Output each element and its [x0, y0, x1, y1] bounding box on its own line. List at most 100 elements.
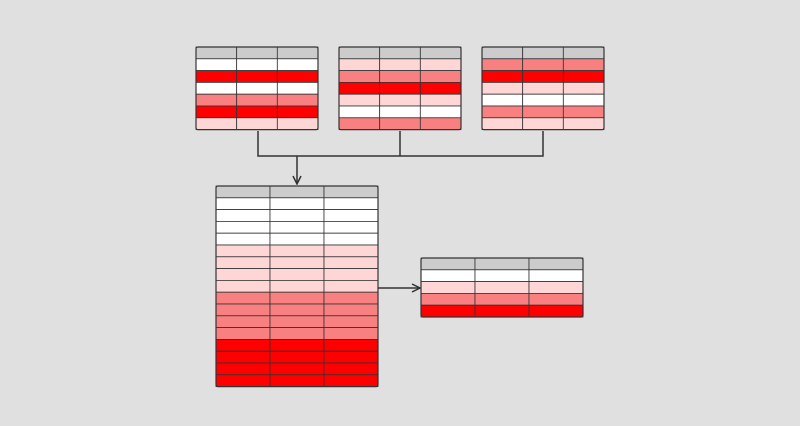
table-cell-white [269, 220, 325, 234]
table-cell-light [338, 58, 381, 71]
header-cell [215, 185, 271, 199]
table-cell-dark [528, 304, 584, 318]
table-cell-light [481, 82, 524, 95]
table-cell-medium [481, 58, 524, 71]
aggregated-table [420, 257, 584, 318]
table-cell-light [562, 117, 605, 131]
table-cell-dark [323, 338, 379, 352]
table-cell-medium [269, 291, 325, 305]
table-cell-light [215, 244, 271, 258]
combined-sorted-table [215, 185, 379, 388]
table-cell-white [481, 93, 524, 107]
table-cell-dark [215, 362, 271, 376]
table-cell-dark [338, 82, 381, 95]
header-cell [474, 257, 530, 271]
table-cell-light [215, 256, 271, 269]
header-cell [276, 46, 319, 60]
table-cell-dark [215, 338, 271, 352]
table-cell-medium [562, 58, 605, 71]
header-cell [420, 257, 476, 271]
table-cell-white [276, 82, 319, 95]
table-cell-dark [522, 70, 564, 83]
table-cell-white [236, 82, 278, 95]
table-cell-white [522, 93, 564, 107]
table-cell-light [215, 268, 271, 281]
table-cell-dark [269, 338, 325, 352]
table-cell-dark [236, 105, 278, 119]
table-cell-dark [323, 374, 379, 387]
table-cell-light [522, 117, 564, 131]
table-cell-white [195, 82, 238, 95]
table-cell-medium [522, 58, 564, 71]
table-cell-dark [236, 70, 278, 83]
table-cell-light [323, 279, 379, 293]
table-cell-white [323, 220, 379, 234]
table-cell-white [338, 105, 381, 119]
table-cell-medium [474, 292, 530, 306]
table-cell-light [562, 82, 605, 95]
table-cell-white [323, 209, 379, 222]
table-cell-medium [379, 117, 421, 131]
table-cell-light [269, 256, 325, 269]
table-cell-medium [323, 315, 379, 328]
header-cell [379, 46, 421, 60]
table-cell-dark [195, 105, 238, 119]
header-cell [419, 46, 462, 60]
table-cell-medium [562, 105, 605, 119]
table-cell-dark [269, 350, 325, 364]
source-table-3 [481, 46, 605, 131]
table-cell-medium [195, 93, 238, 107]
table-cell-light [323, 256, 379, 269]
table-cell-light [379, 93, 421, 107]
table-cell-medium [419, 70, 462, 83]
table-cell-white [474, 269, 530, 282]
table-cell-medium [215, 303, 271, 317]
table-cell-dark [276, 105, 319, 119]
table-cell-dark [419, 82, 462, 95]
table-cell-dark [276, 70, 319, 83]
table-cell-medium [522, 105, 564, 119]
table-cell-white [419, 105, 462, 119]
table-cell-light [419, 93, 462, 107]
header-cell [338, 46, 381, 60]
table-cell-medium [215, 327, 271, 340]
table-cell-light [215, 279, 271, 293]
table-cell-medium [323, 303, 379, 317]
table-outline [215, 185, 379, 388]
table-cell-light [419, 58, 462, 71]
table-cell-white [420, 269, 476, 282]
table-cell-dark [562, 70, 605, 83]
table-cell-light [276, 117, 319, 131]
arrows-layer [257, 131, 544, 288]
table-cell-medium [379, 70, 421, 83]
table-cell-light [236, 117, 278, 131]
source-table-2 [338, 46, 462, 131]
table-outline [481, 46, 605, 131]
table-cell-medium [236, 93, 278, 107]
table-cell-medium [338, 117, 381, 131]
table-cell-light [269, 279, 325, 293]
table-cell-dark [323, 362, 379, 376]
source-table-1 [195, 46, 319, 131]
table-cell-light [323, 244, 379, 258]
table-cell-dark [379, 82, 421, 95]
header-cell [562, 46, 605, 60]
table-cell-white [269, 232, 325, 246]
tables-layer [195, 46, 605, 388]
table-cell-light [338, 93, 381, 107]
table-cell-light [420, 281, 476, 294]
table-cell-white [269, 197, 325, 211]
table-cell-medium [269, 303, 325, 317]
table-cell-white [269, 209, 325, 222]
table-cell-medium [215, 315, 271, 328]
table-cell-medium [269, 315, 325, 328]
table-cell-light [269, 244, 325, 258]
table-cell-white [276, 58, 319, 71]
table-cell-dark [215, 350, 271, 364]
table-cell-dark [474, 304, 530, 318]
header-cell [481, 46, 524, 60]
header-cell [528, 257, 584, 271]
table-cell-medium [323, 291, 379, 305]
table-cell-white [379, 105, 421, 119]
